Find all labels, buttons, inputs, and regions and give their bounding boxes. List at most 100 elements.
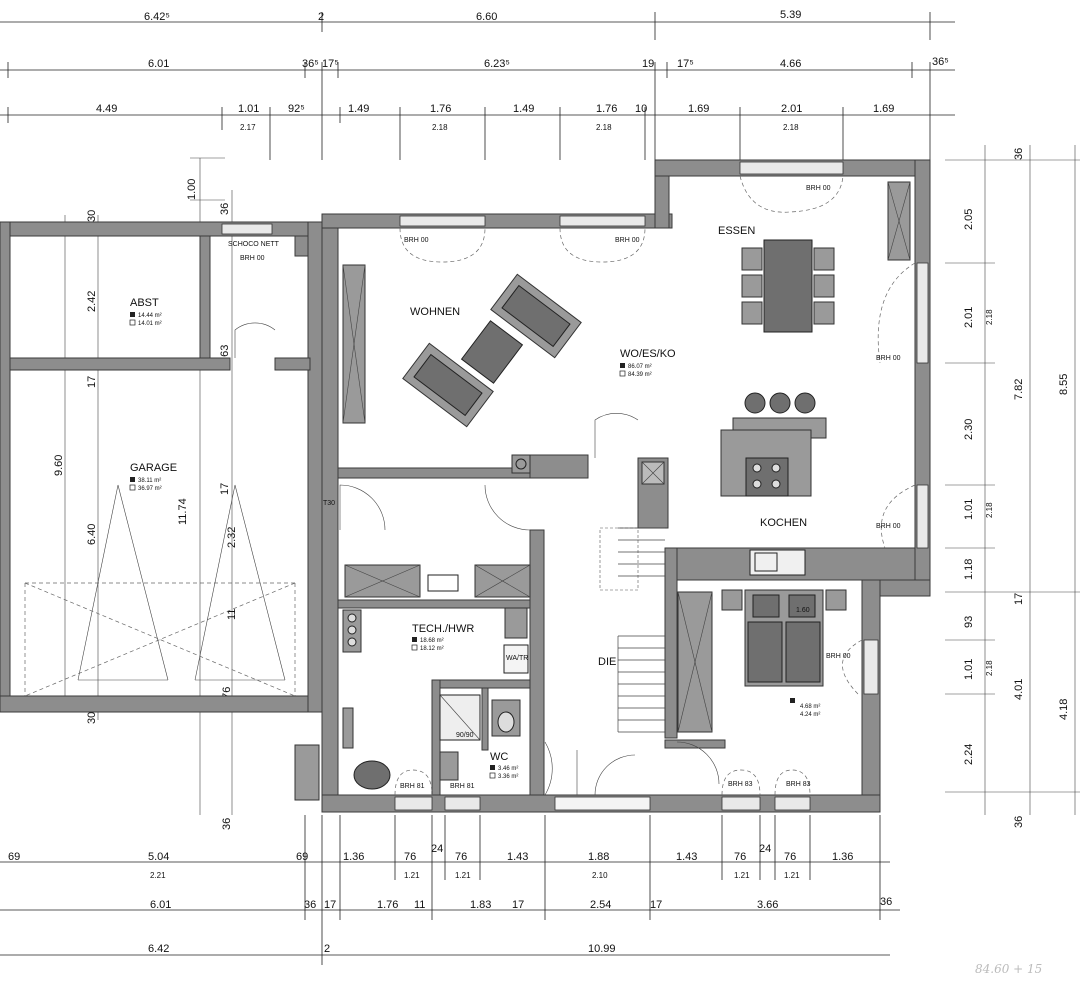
area-marker <box>129 319 136 326</box>
dim-label: 1.01 <box>238 103 259 115</box>
dim-label: 4.49 <box>96 103 117 115</box>
dim-label: 30 <box>86 712 98 724</box>
window-label: BRH 00 <box>240 255 265 262</box>
window-label: BRH 00 <box>806 185 831 192</box>
dim-label: 7.82 <box>1013 379 1025 400</box>
dim-label: 1.43 <box>676 851 697 863</box>
dim-sublabel: 2.10 <box>592 871 608 880</box>
dim-label: 1.76 <box>596 103 617 115</box>
right-dimension-lines <box>945 145 1080 815</box>
dim-label: 17 <box>1013 593 1025 605</box>
room-name: ABST <box>130 297 159 309</box>
kitchen-furniture <box>720 392 827 576</box>
dim-label: 1.49 <box>348 103 369 115</box>
bedroom-furniture <box>677 589 847 733</box>
dim-label: 92⁵ <box>288 103 305 115</box>
dim-label: 19 <box>642 58 654 70</box>
dim-sublabel: 2.18 <box>985 660 994 676</box>
dim-label: 1.18 <box>963 559 975 580</box>
dim-label: 17 <box>86 376 98 388</box>
window-label: BRH 81 <box>400 783 425 790</box>
bottom-dimension-labels: 69 5.04 69 1.36 76 24 76 1.43 1.88 1.43 … <box>8 843 892 955</box>
shower-size: 90/90 <box>456 732 474 739</box>
doors <box>339 413 720 796</box>
dim-label: 6.40 <box>86 524 98 545</box>
room-area: 14.44 m² <box>138 313 162 319</box>
dim-label: 36⁵ <box>932 56 949 68</box>
blank-overlay <box>955 17 1089 128</box>
dim-label: 1.43 <box>507 851 528 863</box>
garage-room-label: GARAGE 38.11 m² 36.97 m² <box>129 462 177 492</box>
room-name: WO/ES/KO <box>620 348 676 360</box>
dim-label: 11.74 <box>177 498 189 525</box>
dim-label: 1.76 <box>430 103 451 115</box>
dim-label: 69 <box>8 851 20 863</box>
area-marker <box>411 644 418 651</box>
window-label: BRH 00 <box>876 523 901 530</box>
right-dimension-labels: 36 2.05 2.01 2.18 2.30 1.01 2.18 1.18 93… <box>963 148 1070 828</box>
top-dimension-labels: 6.42⁵ 2 6.60 5.39 6.01 36⁵ 17⁵ 6.23⁵ 19 … <box>96 9 949 132</box>
window-label: BRH 00 <box>404 237 429 244</box>
dim-label: 36 <box>880 896 892 908</box>
dim-label: 2.05 <box>963 209 975 230</box>
house-walls <box>321 159 931 813</box>
dim-sublabel: 1.21 <box>404 871 420 880</box>
dim-label: 6.23⁵ <box>484 58 510 70</box>
top-dimension-lines <box>0 12 960 160</box>
dim-sublabel: 1.21 <box>455 871 471 880</box>
room-name: WOHNEN <box>410 306 460 318</box>
label-washer: WA/TR <box>506 655 528 662</box>
dim-label: 1.76 <box>377 899 398 911</box>
dim-sublabel: 2.17 <box>240 123 256 132</box>
room-name: WC <box>490 751 508 763</box>
dim-label: 1.69 <box>688 103 709 115</box>
dim-label: 76 <box>404 851 416 863</box>
dim-label: 2.30 <box>963 419 975 440</box>
room-area: 14.01 m² <box>138 321 162 327</box>
dim-label: 17⁵ <box>322 58 339 70</box>
dim-label: 36 <box>221 818 233 830</box>
area-marker <box>130 477 135 482</box>
dim-label: 4.66 <box>780 58 801 70</box>
dim-label: 5.04 <box>148 851 169 863</box>
dim-label: 1.36 <box>832 851 853 863</box>
dim-label: 76 <box>784 851 796 863</box>
dim-label: 6.42 <box>148 943 169 955</box>
room-area: 38.11 m² <box>138 478 161 484</box>
dim-label: 2.01 <box>963 307 975 328</box>
dim-sublabel: 1.21 <box>784 871 800 880</box>
window-label: BRH 00 <box>876 355 901 362</box>
room-area: 86.07 m² <box>628 364 652 370</box>
dim-label: 2.32 <box>226 527 238 548</box>
room-name: GARAGE <box>130 462 177 474</box>
dim-label: 10 <box>635 103 647 115</box>
dim-label: 6.60 <box>476 11 497 23</box>
dim-label: 2.54 <box>590 899 611 911</box>
area-marker <box>130 312 135 317</box>
bed-size: 1.60 <box>796 607 810 614</box>
garage-door-outline <box>24 322 296 697</box>
dim-label: 9.60 <box>53 455 65 476</box>
dim-label: 36 <box>304 899 316 911</box>
dim-label: 1.69 <box>873 103 894 115</box>
dim-label: 8.55 <box>1058 374 1070 395</box>
dim-sublabel: 2.18 <box>783 123 799 132</box>
dim-label: 1.83 <box>470 899 491 911</box>
dim-label: 1.00 <box>186 179 198 200</box>
dim-label: 1.01 <box>963 659 975 680</box>
dim-label: 17 <box>219 483 231 495</box>
dim-label: 17⁵ <box>677 58 694 70</box>
dim-label: 1.36 <box>343 851 364 863</box>
dim-label: 10.99 <box>588 943 616 955</box>
tech-room-furniture <box>294 564 531 801</box>
handwritten-note: 84.60 + 15 <box>975 962 1043 976</box>
dim-label: 17 <box>324 899 336 911</box>
dim-sublabel: 1.21 <box>734 871 750 880</box>
dim-label: 24 <box>431 843 443 855</box>
area-marker <box>620 363 625 368</box>
bottom-dimension-lines <box>0 815 900 965</box>
dim-label: 6.01 <box>148 58 169 70</box>
dim-label: 2 <box>318 11 324 23</box>
dim-sublabel: 2.18 <box>985 309 994 325</box>
